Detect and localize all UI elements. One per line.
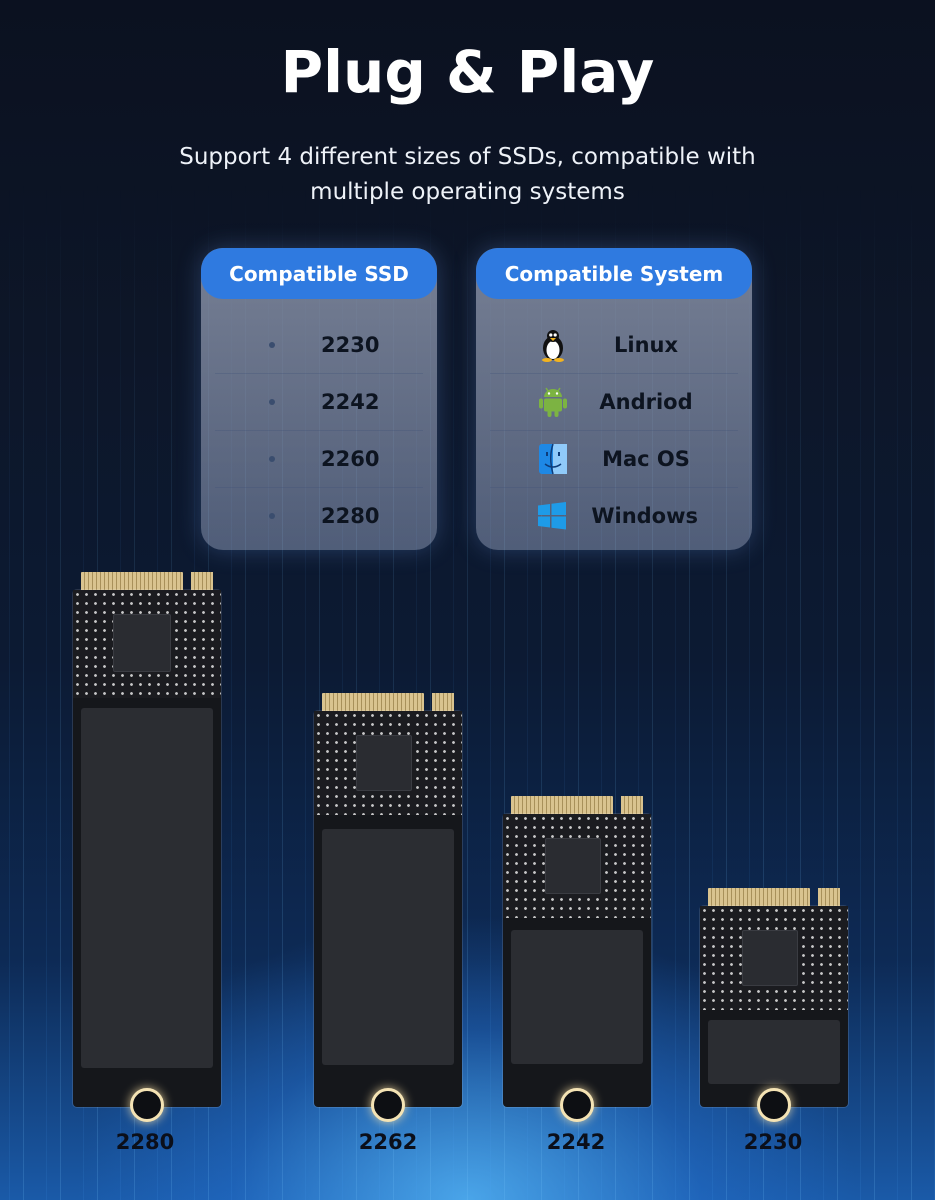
component-area xyxy=(700,906,848,1010)
compatible-ssd-heading: Compatible SSD xyxy=(201,248,437,299)
component-area xyxy=(503,814,651,918)
os-label: Andriod xyxy=(599,390,693,414)
mounting-hole xyxy=(371,1088,405,1122)
ssd-module-label: 2242 xyxy=(546,1130,606,1154)
page-subtitle: Support 4 different sizes of SSDs, compa… xyxy=(179,144,756,205)
bullet-icon xyxy=(269,342,275,348)
ssd-size-item: 2242 xyxy=(215,374,423,431)
windows-logo-icon xyxy=(536,499,567,533)
mounting-hole xyxy=(130,1088,164,1122)
os-label: Mac OS xyxy=(602,447,690,471)
ssd-size-label: 2260 xyxy=(321,447,380,471)
nand-label-area xyxy=(708,1020,840,1084)
ssd-size-label: 2242 xyxy=(321,390,380,414)
ssd-module-label: 2230 xyxy=(743,1130,803,1154)
nand-label-area xyxy=(322,829,454,1065)
component-area xyxy=(73,590,221,698)
mac-finder-icon xyxy=(536,442,570,476)
ssd-module-2262 xyxy=(314,693,462,1122)
os-item-linux: Linux xyxy=(490,317,738,374)
gold-connector-key xyxy=(818,888,840,906)
os-label: Linux xyxy=(613,333,679,357)
page-title: Plug & Play xyxy=(280,38,655,106)
gold-connector xyxy=(81,572,183,590)
android-robot-icon xyxy=(536,385,570,419)
ssd-module-2280 xyxy=(73,572,221,1122)
mounting-hole xyxy=(757,1088,791,1122)
bullet-icon xyxy=(269,456,275,462)
gold-connector xyxy=(511,796,613,814)
ssd-size-label: 2230 xyxy=(321,333,380,357)
nand-label-area xyxy=(511,930,643,1064)
gold-connector-key xyxy=(432,693,454,711)
ssd-module-label: 2262 xyxy=(358,1130,418,1154)
controller-chip xyxy=(742,930,798,986)
compatible-ssd-card: Compatible SSD 2230 2242 2260 2280 xyxy=(201,248,437,550)
compatible-system-heading: Compatible System xyxy=(476,248,752,299)
ssd-size-item: 2280 xyxy=(215,488,423,544)
ssd-module-2242 xyxy=(503,796,651,1122)
controller-chip xyxy=(545,838,601,894)
mounting-hole xyxy=(560,1088,594,1122)
os-item-windows: Windows xyxy=(490,488,738,544)
os-item-android: Andriod xyxy=(490,374,738,431)
gold-connector xyxy=(708,888,810,906)
component-area xyxy=(314,711,462,815)
ssd-size-label: 2280 xyxy=(321,504,380,528)
gold-connector-key xyxy=(191,572,213,590)
pcb-board xyxy=(73,590,221,1122)
bullet-icon xyxy=(269,399,275,405)
ssd-size-item: 2260 xyxy=(215,431,423,488)
gold-connector-key xyxy=(621,796,643,814)
nand-label-area xyxy=(81,708,213,1068)
ssd-size-item: 2230 xyxy=(215,317,423,374)
compatible-system-card: Compatible System Linux xyxy=(476,248,752,550)
bullet-icon xyxy=(269,513,275,519)
gold-connector xyxy=(322,693,424,711)
pcb-board xyxy=(700,906,848,1122)
controller-chip xyxy=(113,614,171,672)
controller-chip xyxy=(356,735,412,791)
os-item-macos: Mac OS xyxy=(490,431,738,488)
os-label: Windows xyxy=(591,504,698,528)
pcb-board xyxy=(314,711,462,1122)
pcb-board xyxy=(503,814,651,1122)
linux-penguin-icon xyxy=(536,328,570,362)
ssd-module-2230 xyxy=(700,888,848,1122)
ssd-module-label: 2280 xyxy=(115,1130,175,1154)
